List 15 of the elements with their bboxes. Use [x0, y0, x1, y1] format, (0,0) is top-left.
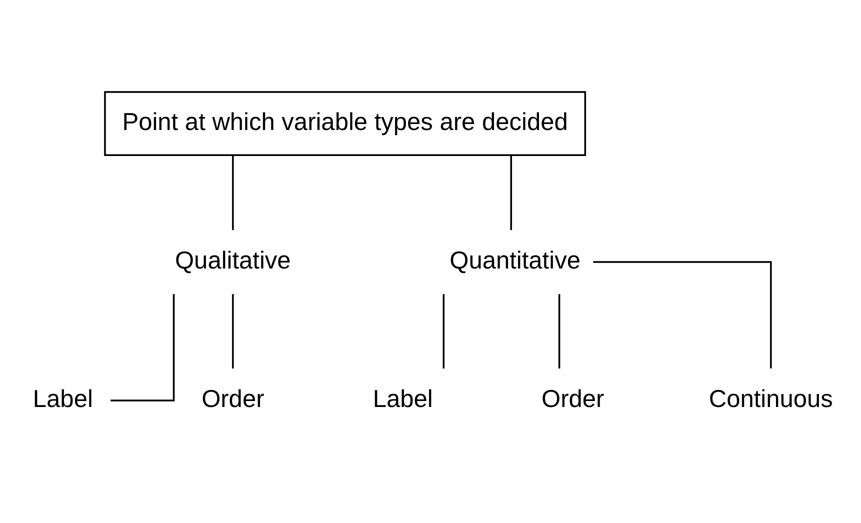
connector — [593, 260, 772, 368]
node-text: Label — [372, 385, 433, 412]
node-box: Point at which variable types are decided — [104, 90, 586, 156]
connector — [232, 294, 234, 368]
node-text: Qualitative — [174, 246, 291, 274]
node-text: Order — [202, 385, 264, 412]
connector — [442, 294, 445, 368]
node-text: Label — [32, 385, 93, 412]
node-text: Order — [542, 385, 604, 412]
connector — [510, 155, 512, 230]
node-text: Quantitative — [450, 246, 580, 274]
node-text: Continuous — [708, 385, 833, 412]
connector — [232, 155, 234, 230]
connector — [110, 294, 175, 401]
connector — [558, 294, 560, 368]
